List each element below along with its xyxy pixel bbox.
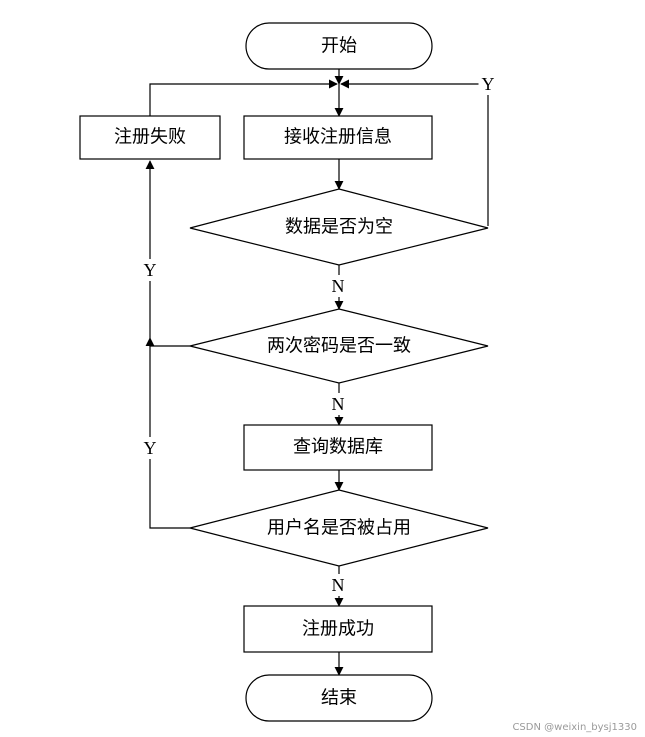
empty-label: 数据是否为空 — [285, 217, 393, 238]
edge-label-background — [140, 437, 160, 459]
edge-label-background — [328, 275, 348, 297]
edge-label-background — [140, 259, 160, 281]
query-label: 查询数据库 — [293, 437, 383, 458]
empty-decision — [189, 188, 489, 266]
fail-box — [79, 115, 221, 160]
start-label: 开始 — [321, 36, 357, 57]
taken-label: 用户名是否被占用 — [267, 518, 411, 539]
receive-box — [243, 115, 433, 160]
taken-yes-label: Y — [144, 438, 157, 458]
pwd-decision — [189, 308, 489, 384]
arrow-pwd-yes-up — [145, 337, 190, 347]
empty-no-label: N — [332, 276, 345, 296]
start-terminal — [245, 22, 433, 70]
taken-decision — [189, 489, 489, 567]
empty-yes-label: Y — [482, 74, 495, 94]
pwd-no-label: N — [332, 394, 345, 414]
taken-no-label: N — [332, 575, 345, 595]
query-box — [243, 424, 433, 471]
fail-label: 注册失败 — [114, 127, 186, 148]
line-taken-yes — [149, 346, 190, 529]
receive-label: 接收注册信息 — [284, 127, 392, 148]
end-terminal — [245, 674, 433, 722]
arrow-fail-to-receive — [149, 79, 338, 116]
watermark: CSDN @weixin_bysj1330 — [512, 722, 637, 733]
end-label: 结束 — [321, 688, 357, 709]
success-label: 注册成功 — [302, 619, 374, 640]
success-box — [243, 605, 433, 653]
pwd-label: 两次密码是否一致 — [267, 336, 411, 357]
edge-label-background — [328, 393, 348, 415]
edge-label-background — [478, 73, 498, 95]
pwd-yes-label: Y — [144, 260, 157, 280]
edge-label-background — [328, 574, 348, 596]
